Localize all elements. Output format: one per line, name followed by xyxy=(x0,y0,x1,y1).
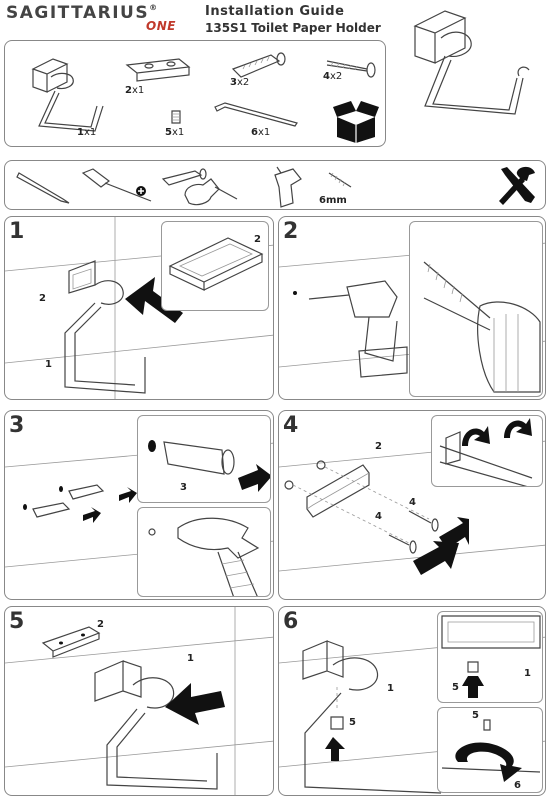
drill-icon xyxy=(274,166,302,208)
step-number: 1 xyxy=(9,219,25,244)
callout-6: 6 xyxy=(514,780,521,791)
brand-sub: ONE xyxy=(146,19,176,33)
step-2-panel: 2 xyxy=(278,216,546,400)
callout-5: 5 xyxy=(472,710,479,721)
step-1-detail: 2 xyxy=(161,221,269,311)
step-3-detail-hammer xyxy=(137,507,271,597)
wall-plug-icon xyxy=(23,484,137,523)
step-number: 5 xyxy=(9,609,25,634)
doc-subtitle: 135S1 Toilet Paper Holder xyxy=(205,21,381,35)
paper-holder-icon xyxy=(31,58,104,132)
tools-panel: 6mm xyxy=(4,160,546,210)
mounting-plate-icon xyxy=(41,626,101,658)
step-3-detail-plug: 3 xyxy=(137,415,271,503)
part-label-6: 6x1 xyxy=(251,127,271,138)
hammer-icon xyxy=(184,178,238,206)
callout-5: 5 xyxy=(452,682,459,693)
step-6-detail-bottom: 5 6 xyxy=(437,707,543,793)
arrow-icon xyxy=(125,277,183,323)
step-number: 2 xyxy=(283,219,299,244)
drill-bit-size: 6mm xyxy=(319,195,347,206)
step-3-panel: 3 3 xyxy=(4,410,274,600)
set-screw-icon xyxy=(171,110,181,124)
wall-lines xyxy=(5,607,273,795)
parts-panel: 1x1 2x1 3x2 4x2 5x1 6x1 xyxy=(4,40,386,147)
open-box-icon xyxy=(333,101,379,143)
wall-plug-icon xyxy=(231,52,286,78)
pencil-icon xyxy=(16,172,70,204)
arrow-icon xyxy=(165,683,225,725)
step-4-panel: 4 2 4 4 xyxy=(278,410,546,600)
brand-logo: SAGITTARIUS® xyxy=(6,3,159,23)
step-number: 3 xyxy=(9,413,25,438)
step-1-panel: 1 2 1 2 xyxy=(4,216,274,400)
callout-1: 1 xyxy=(524,668,531,679)
callout-1: 1 xyxy=(187,653,194,664)
step-4-detail xyxy=(431,415,543,487)
callout-2: 2 xyxy=(254,234,261,245)
holder-on-wall xyxy=(64,260,146,394)
callout-2: 2 xyxy=(375,441,382,452)
tools-crossed-icon xyxy=(499,166,535,205)
drill-bit-icon xyxy=(328,172,352,188)
callout-3: 3 xyxy=(180,482,187,493)
part-label-4: 4x2 xyxy=(323,71,343,82)
allen-key-rotate xyxy=(441,719,541,782)
callout-2: 2 xyxy=(39,293,46,304)
header: SAGITTARIUS® ONE Installation Guide 135S… xyxy=(0,0,550,40)
screwdriver-icon xyxy=(81,168,152,202)
part-label-5: 5x1 xyxy=(165,127,185,138)
hammer-icon xyxy=(148,517,260,596)
step-6-panel: 6 1 5 5 1 5 6 xyxy=(278,606,546,796)
doc-title: Installation Guide xyxy=(205,4,345,19)
product-illustration xyxy=(413,10,530,115)
plate-and-screws xyxy=(284,460,469,575)
screw-icon xyxy=(326,60,376,78)
paper-holder-icon xyxy=(94,660,218,790)
paper-holder-icon xyxy=(302,640,442,794)
callout-1: 1 xyxy=(387,683,394,694)
step-6-detail-top: 5 1 xyxy=(437,611,543,703)
tighten-arrows xyxy=(439,418,533,486)
step-2-detail xyxy=(409,221,543,397)
callout-4: 4 xyxy=(375,511,382,522)
set-screw-closeup xyxy=(441,615,541,698)
drill-closeup xyxy=(423,261,541,393)
part-label-1: 1x1 xyxy=(77,127,97,138)
plug-closeup xyxy=(148,440,270,492)
callout-1: 1 xyxy=(45,359,52,370)
step-number: 6 xyxy=(283,609,299,634)
part-label-3: 3x2 xyxy=(230,77,250,88)
mounting-plate-icon xyxy=(125,58,191,82)
callout-4: 4 xyxy=(409,497,416,508)
step-number: 4 xyxy=(283,413,299,438)
plate-detail xyxy=(168,237,264,291)
callout-5: 5 xyxy=(349,717,356,728)
drill-icon xyxy=(293,280,408,378)
part-label-2: 2x1 xyxy=(125,85,145,96)
step-5-panel: 5 2 1 xyxy=(4,606,274,796)
callout-2: 2 xyxy=(97,619,104,630)
wall-plug-icon xyxy=(161,168,207,186)
allen-key-icon xyxy=(214,102,298,127)
